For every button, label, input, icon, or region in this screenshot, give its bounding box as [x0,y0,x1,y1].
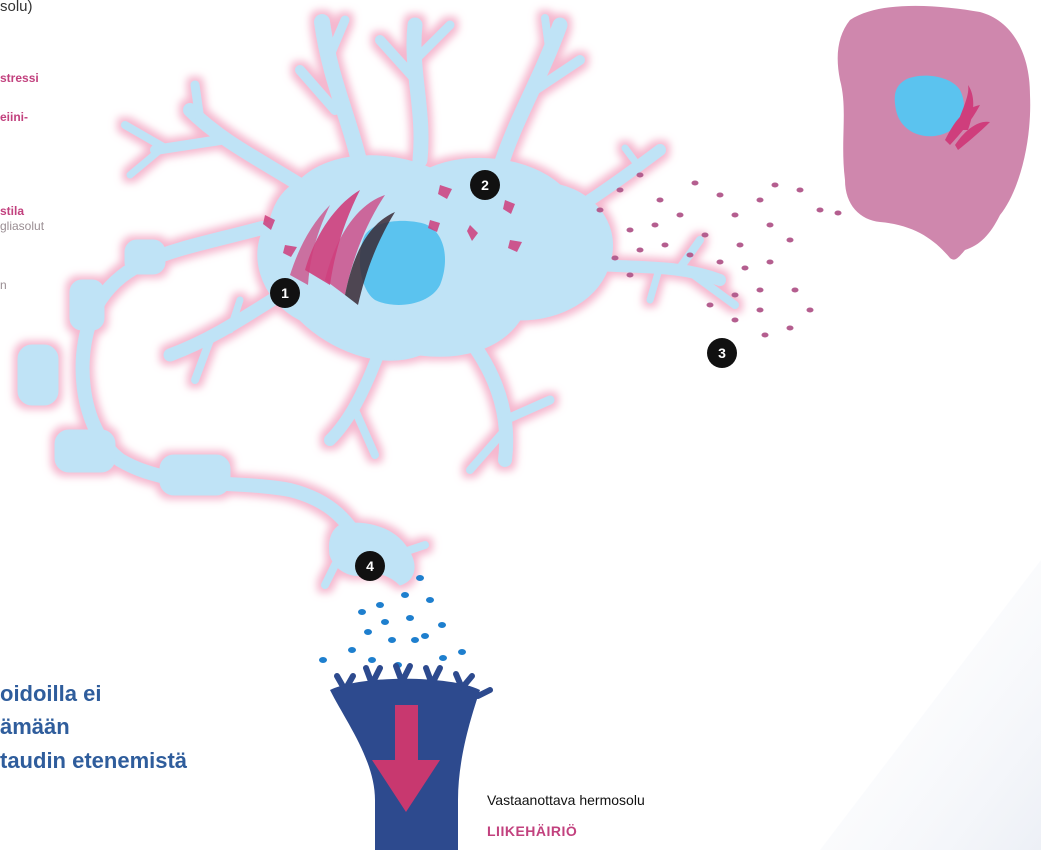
neurotransmitter-vesicles [319,575,466,668]
side-label-protein: eiini- [0,110,29,124]
heading-line-1: oidoilla ei [0,681,102,706]
myelin-sheath [54,429,116,473]
protein-aggregate [290,190,395,305]
side-label-state: stila [0,204,25,218]
released-particles [596,172,842,338]
myelin-sheath [124,239,166,275]
receiving-neuron [330,663,493,850]
marker-4: 4 [355,551,385,581]
heading-line-3: taudin etenemistä [0,748,188,773]
marker-3: 3 [707,338,737,368]
marker-1: 1 [270,278,300,308]
glia-cell [837,5,1031,260]
glia-nucleus [894,75,964,137]
svg-text:3: 3 [718,345,726,361]
side-label-stress: stressi [0,71,39,85]
glia-protein-aggregate [945,85,990,150]
svg-text:4: 4 [366,558,374,574]
background-shade [820,560,1041,850]
myelin-sheath [159,454,231,496]
neuron-nucleus [359,220,445,305]
neuron [17,14,739,589]
myelin-sheath [17,344,59,406]
svg-text:1: 1 [281,285,289,301]
marker-2: 2 [470,170,500,200]
downward-arrow-icon [372,705,440,812]
heading-line-2: ämään [0,714,70,739]
protein-fragments [263,185,522,257]
receiving-neuron-label: Vastaanottava hermosolu [487,792,645,808]
side-label-top: solu) [0,0,33,15]
side-label-glia: gliasolut [0,219,45,233]
result-label: LIIKEHÄIRIÖ [487,823,578,839]
svg-text:2: 2 [481,177,489,193]
myelin-sheath [69,279,105,331]
side-label-small: n [0,278,7,292]
